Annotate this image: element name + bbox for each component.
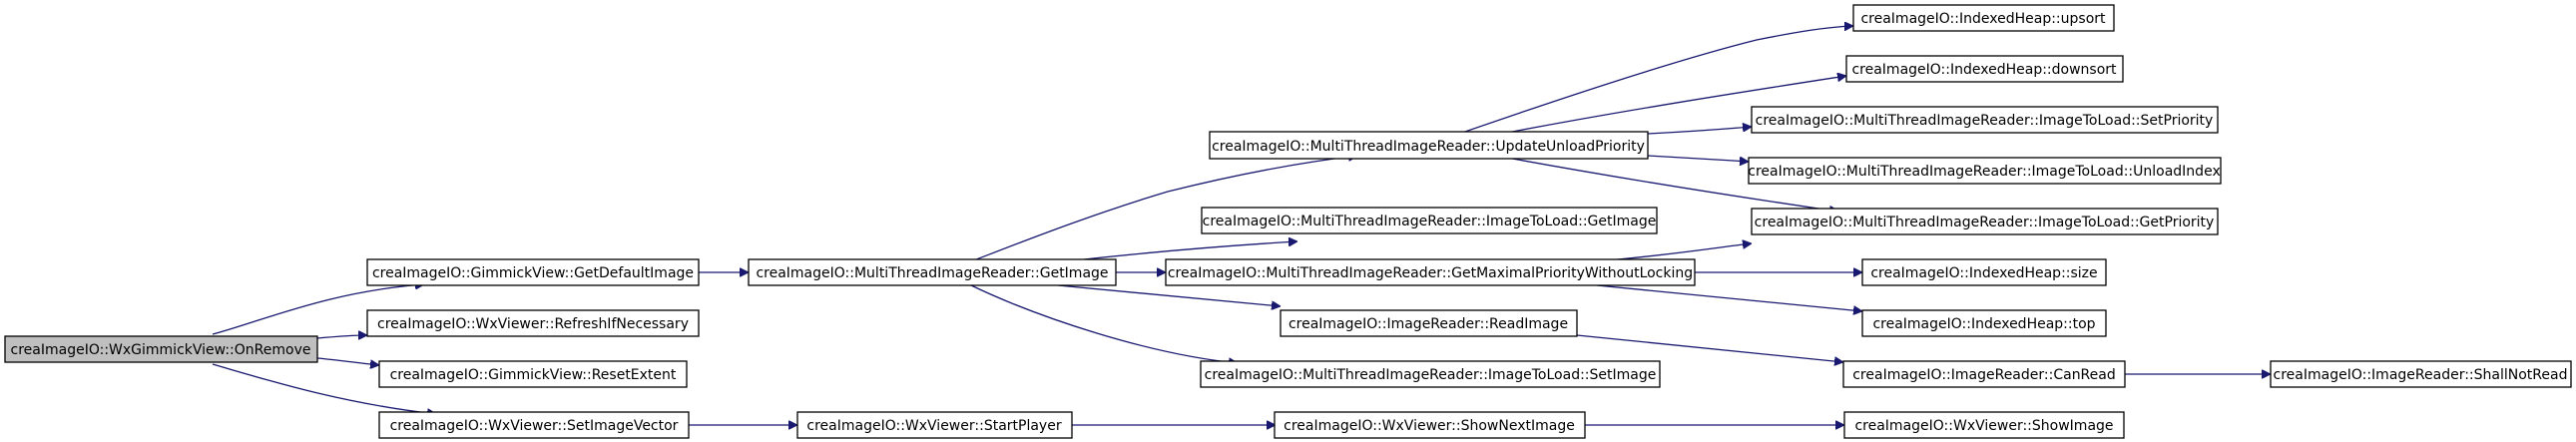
node-indexedheap-downsort[interactable]: creaImageIO::IndexedHeap::downsort	[1845, 55, 2124, 83]
node-label: creaImageIO::MultiThreadImageReader::Get…	[1168, 265, 1693, 281]
node-label: creaImageIO::WxViewer::ShowNextImage	[1284, 418, 1575, 434]
edge-updateunloadpriority-unloadindex	[1647, 155, 1749, 162]
node-indexedheap-size[interactable]: creaImageIO::IndexedHeap::size	[1861, 258, 2107, 286]
node-label: creaImageIO::MultiThreadImageReader::Ima…	[1205, 367, 1657, 383]
edge-onremove-getdefaultimage	[212, 284, 424, 335]
edge-getimage-itl-getimage	[1065, 241, 1297, 262]
node-label: creaImageIO::MultiThreadImageReader::Ima…	[1203, 214, 1657, 229]
node-imagereader-readimage[interactable]: creaImageIO::ImageReader::ReadImage	[1280, 309, 1578, 337]
node-imagetoload-getpriority[interactable]: creaImageIO::MultiThreadImageReader::Ima…	[1751, 208, 2219, 235]
edge-readimage-canread	[1576, 334, 1843, 362]
node-imagetoload-unloadindex[interactable]: creaImageIO::MultiThreadImageReader::Ima…	[1748, 157, 2222, 185]
node-wxgimmickview-onremove[interactable]: creaImageIO::WxGimmickView::OnRemove	[4, 335, 318, 363]
edge-updateunloadpriority-getpriority	[1506, 157, 1838, 212]
node-indexedheap-upsort[interactable]: creaImageIO::IndexedHeap::upsort	[1852, 4, 2115, 32]
edge-onremove-setimagevector	[212, 363, 436, 414]
edge-updateunloadpriority-setpriority	[1647, 127, 1752, 135]
node-label: creaImageIO::WxViewer::SetImageVector	[390, 418, 679, 434]
node-label: creaImageIO::WxViewer::StartPlayer	[806, 418, 1061, 434]
node-label: creaImageIO::MultiThreadImageReader::Get…	[756, 265, 1108, 281]
node-label: creaImageIO::WxViewer::ShowImage	[1854, 418, 2113, 434]
node-imagetoload-setimage[interactable]: creaImageIO::MultiThreadImageReader::Ima…	[1200, 360, 1661, 388]
node-label: creaImageIO::ImageReader::CanRead	[1852, 367, 2116, 383]
node-imagereader-shallnotread[interactable]: creaImageIO::ImageReader::ShallNotRead	[2270, 360, 2572, 388]
node-label: creaImageIO::IndexedHeap::downsort	[1851, 62, 2117, 78]
edge-getimage-updateunloadpriority	[970, 156, 1357, 262]
edge-getimage-itl-setimage	[970, 284, 1238, 363]
node-label: creaImageIO::IndexedHeap::size	[1870, 265, 2097, 281]
edge-onremove-refreshifnecessary	[316, 335, 367, 338]
call-nodes: creaImageIO::WxGimmickView::OnRemove cre…	[4, 4, 2572, 439]
node-label: creaImageIO::GimmickView::ResetExtent	[390, 367, 677, 383]
edge-updateunloadpriority-downsort	[1506, 76, 1846, 134]
node-label: creaImageIO::GimmickView::GetDefaultImag…	[372, 265, 694, 281]
edge-updateunloadpriority-upsort	[1461, 26, 1853, 134]
call-edges	[212, 26, 2271, 425]
node-imagetoload-getimage[interactable]: creaImageIO::MultiThreadImageReader::Ima…	[1201, 207, 1658, 234]
node-label: creaImageIO::MultiThreadImageReader::Ima…	[1748, 164, 2220, 180]
node-label: creaImageIO::MultiThreadImageReader::Ima…	[1755, 215, 2215, 230]
node-wxviewer-showimage[interactable]: creaImageIO::WxViewer::ShowImage	[1843, 411, 2125, 439]
edge-getmaximalpriority-getpriority	[1596, 243, 1752, 262]
node-wxviewer-shownextimage[interactable]: creaImageIO::WxViewer::ShowNextImage	[1274, 411, 1586, 439]
node-indexedheap-top[interactable]: creaImageIO::IndexedHeap::top	[1861, 309, 2107, 337]
node-label: creaImageIO::ImageReader::ReadImage	[1288, 316, 1568, 332]
node-label: creaImageIO::MultiThreadImageReader::Upd…	[1212, 139, 1645, 155]
node-imagereader-canread[interactable]: creaImageIO::ImageReader::CanRead	[1842, 360, 2126, 388]
node-gimmickview-getdefaultimage[interactable]: creaImageIO::GimmickView::GetDefaultImag…	[366, 258, 700, 286]
node-multithreadimagereader-updateunloadpriority[interactable]: creaImageIO::MultiThreadImageReader::Upd…	[1209, 131, 1649, 160]
node-gimmickview-resetextent[interactable]: creaImageIO::GimmickView::ResetExtent	[378, 360, 688, 388]
node-imagetoload-setpriority[interactable]: creaImageIO::MultiThreadImageReader::Ima…	[1751, 106, 2219, 134]
edge-onremove-resetextent	[316, 357, 379, 365]
node-label: creaImageIO::WxGimmickView::OnRemove	[11, 342, 311, 358]
node-label: creaImageIO::MultiThreadImageReader::Ima…	[1756, 113, 2214, 129]
node-label: creaImageIO::ImageReader::ShallNotRead	[2274, 367, 2568, 383]
node-label: creaImageIO::IndexedHeap::upsort	[1860, 11, 2106, 27]
node-label: creaImageIO::WxViewer::RefreshIfNecessar…	[377, 316, 689, 332]
node-wxviewer-refreshifnecessary[interactable]: creaImageIO::WxViewer::RefreshIfNecessar…	[366, 309, 700, 337]
edge-getmaximalpriority-top	[1596, 284, 1862, 311]
node-wxviewer-startplayer[interactable]: creaImageIO::WxViewer::StartPlayer	[796, 411, 1073, 439]
edge-getimage-readimage	[1057, 284, 1281, 306]
node-wxviewer-setimagevector[interactable]: creaImageIO::WxViewer::SetImageVector	[378, 411, 690, 439]
node-multithreadimagereader-getmaximalprioritywithoutlocking[interactable]: creaImageIO::MultiThreadImageReader::Get…	[1165, 258, 1696, 286]
node-multithreadimagereader-getimage[interactable]: creaImageIO::MultiThreadImageReader::Get…	[748, 258, 1117, 286]
node-label: creaImageIO::IndexedHeap::top	[1872, 316, 2095, 332]
